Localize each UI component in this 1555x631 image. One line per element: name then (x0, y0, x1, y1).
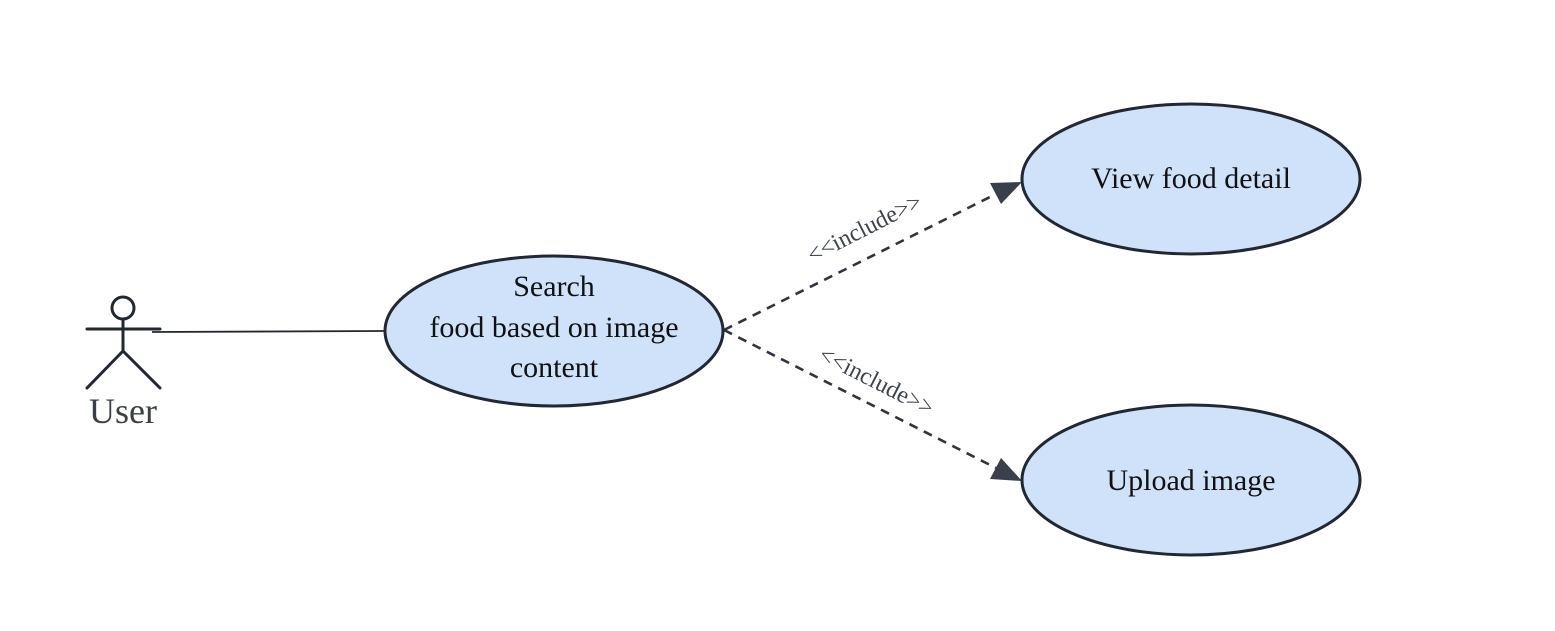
usecase-search-food[interactable]: Search food based on image content (383, 254, 725, 408)
arrowhead-upload-icon (990, 458, 1022, 481)
usecase-search-label-line-3: content (510, 351, 599, 384)
association-line (151, 330, 387, 333)
actor-user[interactable]: User (85, 295, 162, 431)
actor-label: User (89, 391, 157, 431)
include-relation-upload: <<include>> (723, 328, 1022, 481)
usecase-search-label-line-1: Search (513, 270, 595, 303)
usecase-upload-image[interactable]: Upload image (1020, 403, 1362, 557)
arrowhead-view-icon (990, 182, 1022, 204)
stick-figure-icon (85, 295, 162, 390)
usecase-upload-label: Upload image (1106, 464, 1275, 497)
include-line-view (723, 190, 1001, 332)
usecase-search-ellipse (383, 254, 725, 408)
include-relation-view: <<include>> (723, 182, 1022, 332)
usecase-view-label: View food detail (1091, 162, 1291, 195)
usecase-upload-ellipse (1020, 403, 1362, 557)
usecase-search-label-line-2: food based on image (429, 311, 678, 344)
usecase-view-food-detail[interactable]: View food detail (1020, 102, 1362, 256)
stereotype-label-upload: <<include>> (815, 342, 938, 422)
include-line-upload (723, 328, 1001, 472)
stereotype-label-view: <<include>> (803, 189, 926, 269)
usecase-view-ellipse (1020, 102, 1362, 256)
